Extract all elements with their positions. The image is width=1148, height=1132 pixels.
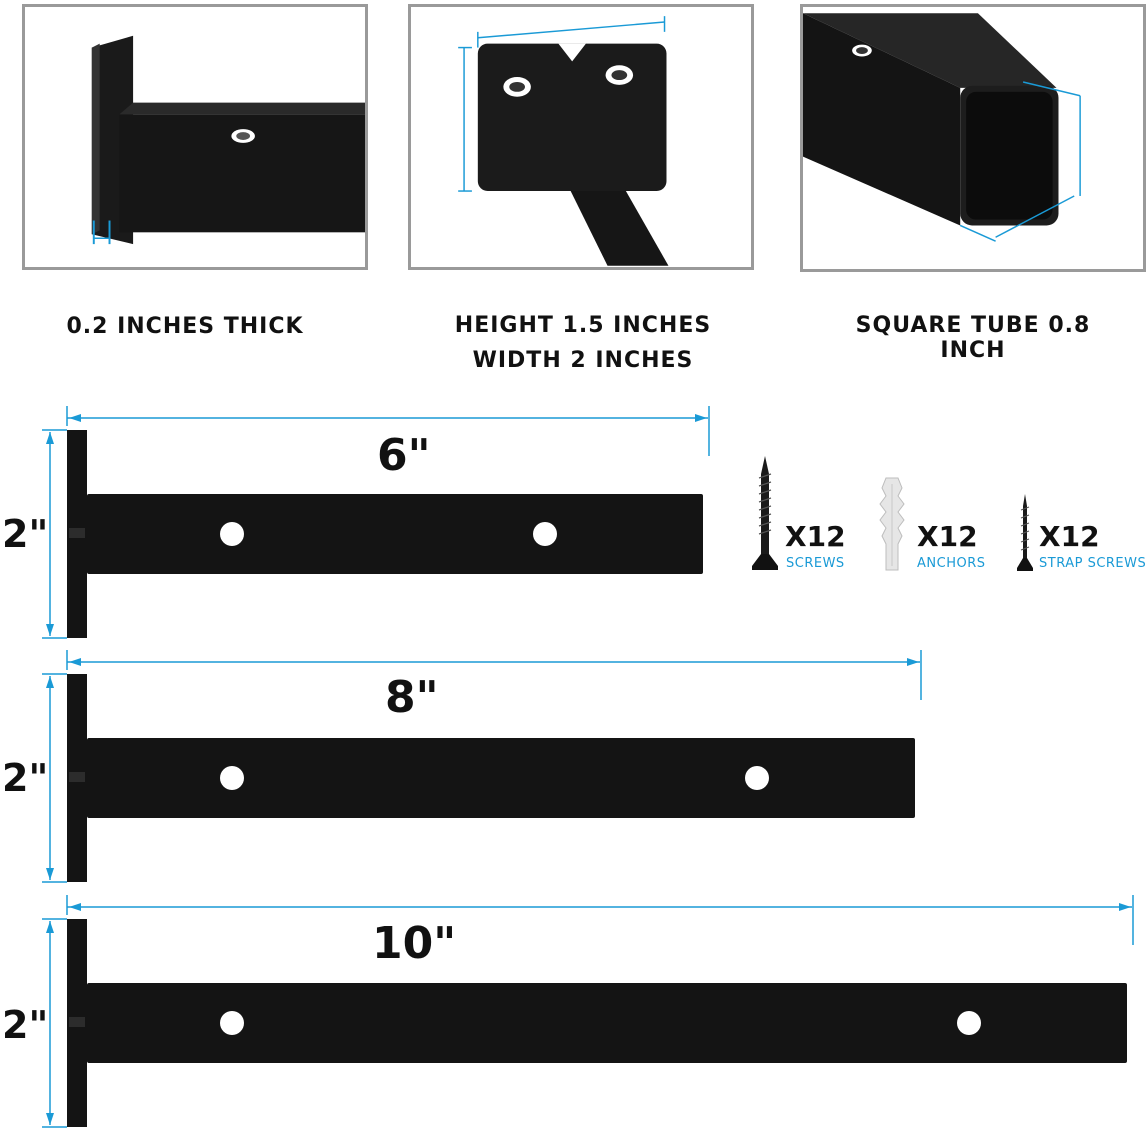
bracket-8-height-arrow-bottom xyxy=(46,868,54,880)
bracket-8-height-arrow-top xyxy=(46,676,54,688)
bracket-8-length-arrow-end xyxy=(907,658,919,666)
bracket-10-plate-slot xyxy=(69,1017,85,1027)
bracket-10-height-arrow-bottom xyxy=(46,1113,54,1125)
bracket-6-arm xyxy=(87,494,703,574)
anchors-label: ANCHORS xyxy=(917,556,986,571)
bracket-6-length-arrow-start xyxy=(69,414,81,422)
bracket-6-height-arrow-bottom xyxy=(46,624,54,636)
bracket-6-height-arrow-top xyxy=(46,432,54,444)
bracket-10-hole-2 xyxy=(957,1011,981,1035)
bracket-6-hole-2 xyxy=(533,522,557,546)
bracket-8-arm xyxy=(87,738,915,818)
anchors-quantity: X12 xyxy=(917,520,978,553)
thickness-detail-panel xyxy=(22,4,368,270)
bracket-8-plate-slot xyxy=(69,772,85,782)
bracket-10-height-arrow-top xyxy=(46,921,54,933)
screw-icon xyxy=(752,456,778,570)
bracket-8-height-label: 2" xyxy=(2,756,49,800)
tube-caption: SQUARE TUBE 0.8 INCH xyxy=(855,313,1091,363)
thickness-caption: 0.2 INCHES THICK xyxy=(66,314,304,339)
screws-label: SCREWS xyxy=(786,556,845,571)
bracket-10-length-label: 10" xyxy=(372,918,457,969)
strap-screws-quantity: X12 xyxy=(1039,520,1100,553)
bracket-6-height-label: 2" xyxy=(2,512,49,556)
plate-width-caption: WIDTH 2 INCHES xyxy=(472,348,694,373)
bracket-10-hole-1 xyxy=(220,1011,244,1035)
thickness-detail-image xyxy=(91,35,365,245)
plate-detail-panel xyxy=(408,4,754,270)
plate-height-caption: HEIGHT 1.5 INCHES xyxy=(454,313,712,338)
bracket-6-plate-slot xyxy=(69,528,85,538)
bracket-6-length-arrow-end xyxy=(695,414,707,422)
screws-quantity: X12 xyxy=(785,520,846,553)
plate-detail-image xyxy=(458,16,669,266)
bracket-6-hole-1 xyxy=(220,522,244,546)
anchor-icon xyxy=(879,477,905,571)
bracket-6-length-label: 6" xyxy=(377,430,431,481)
bracket-10-length-arrow-end xyxy=(1119,903,1131,911)
strap-screws-label: STRAP SCREWS xyxy=(1039,556,1147,571)
bracket-8-hole-1 xyxy=(220,766,244,790)
bracket-10-arm xyxy=(87,983,1127,1063)
tube-detail-image xyxy=(803,13,1081,242)
bracket-8-hole-2 xyxy=(745,766,769,790)
bracket-10-length-arrow-start xyxy=(69,903,81,911)
bracket-8-length-arrow-start xyxy=(69,658,81,666)
tube-detail-panel xyxy=(800,4,1146,272)
strap-screw-icon xyxy=(1017,494,1033,571)
bracket-8-length-label: 8" xyxy=(385,672,439,723)
bracket-10-height-label: 2" xyxy=(2,1003,49,1047)
